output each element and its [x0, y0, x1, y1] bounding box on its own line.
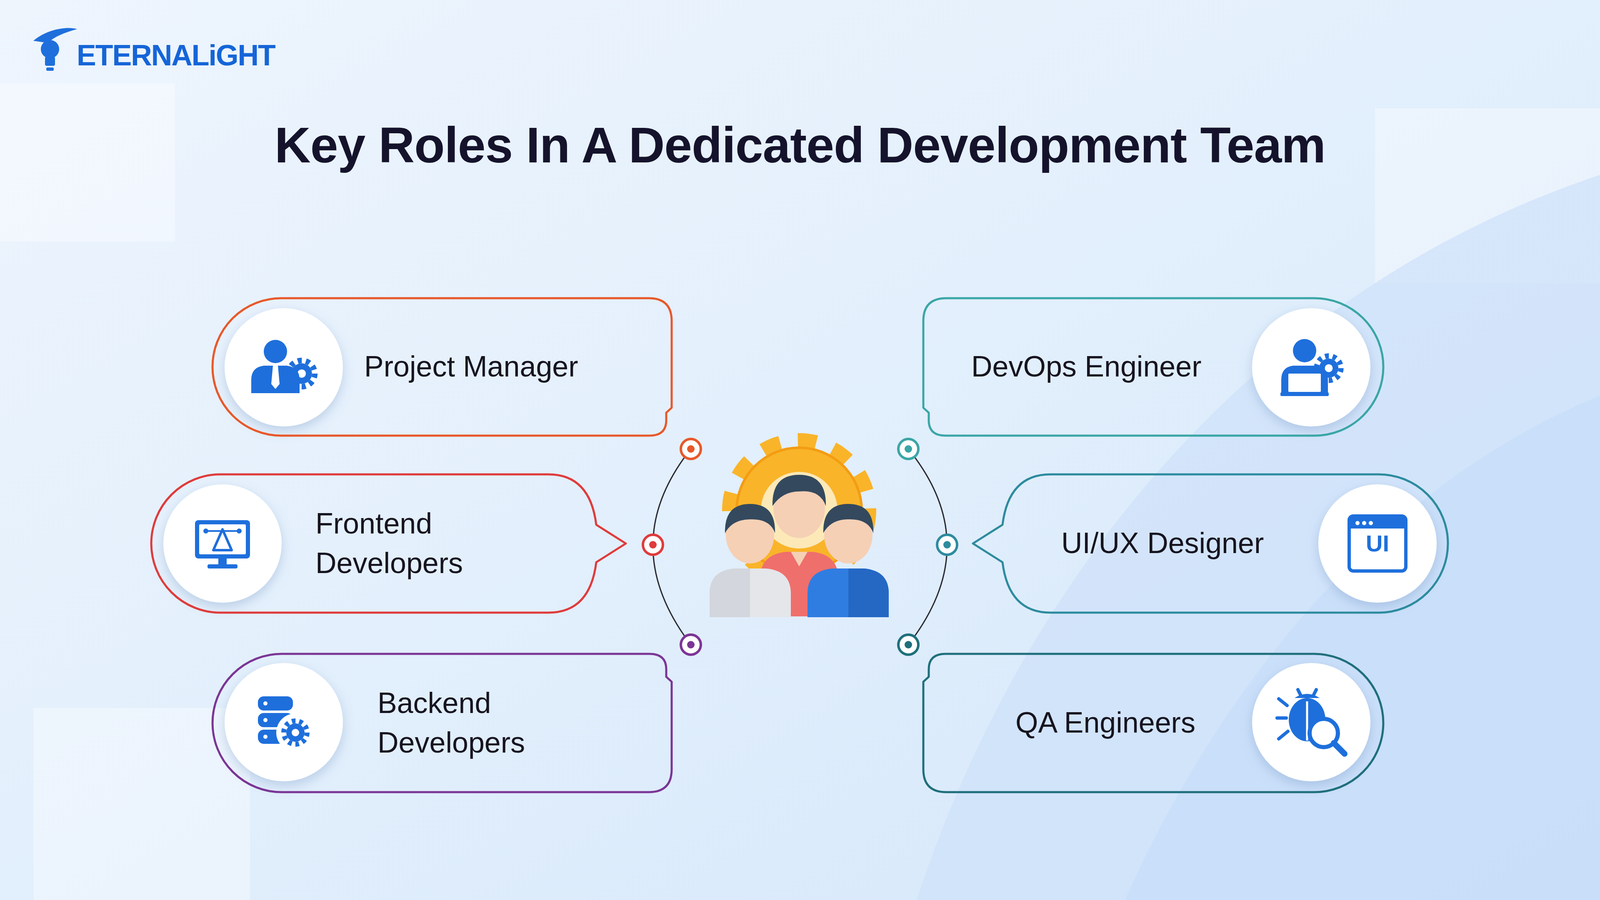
role-box: Project Manager: [211, 297, 674, 438]
manager-icon: [251, 340, 315, 394]
role-box-outline: [211, 652, 674, 794]
role-text-area: Project Manager: [364, 297, 652, 438]
role-text-area: QA Engineers: [1015, 652, 1249, 794]
backend-icon: [257, 696, 315, 753]
role-box: QA Engineers: [921, 652, 1385, 794]
bug-search-icon: [1277, 690, 1345, 755]
background-squares: [0, 83, 1600, 900]
role-text-area: Backend Developers: [377, 652, 636, 794]
role-label: Backend Developers: [377, 683, 525, 763]
icon-circles: [163, 308, 1437, 782]
role-box: UI/UX Designer: [971, 473, 1450, 615]
frontend-icon: [195, 520, 250, 569]
role-box-border: [212, 298, 672, 436]
role-box: Frontend Developers: [150, 473, 628, 615]
icon-label: UI: [1356, 525, 1399, 563]
role-label: UI/UX Designer: [1061, 523, 1264, 564]
logo-wordmark: ETERNALiGHT: [76, 32, 275, 79]
role-box-border: [923, 654, 1384, 793]
role-label: QA Engineers: [1015, 703, 1196, 743]
role-text-area: UI/UX Designer: [1061, 473, 1312, 615]
role-box-border: [212, 654, 672, 793]
role-text-area: DevOps Engineer: [971, 297, 1247, 438]
role-label: Frontend Developers: [315, 504, 463, 584]
devops-icon: [1280, 339, 1341, 397]
team-illustration: [709, 441, 889, 618]
logo-mark: [33, 27, 78, 71]
role-box: Backend Developers: [211, 652, 674, 794]
role-label: Project Manager: [364, 347, 579, 387]
diagram-title: Key Roles In A Dedicated Development Tea…: [0, 111, 1600, 179]
role-box-border: [972, 474, 1448, 613]
ui-window-icon: [1349, 516, 1406, 572]
background-wave: [916, 175, 1600, 900]
connector-dots: [642, 439, 958, 655]
role-box-border: [923, 298, 1384, 436]
role-box-outline: [150, 473, 628, 615]
role-label: DevOps Engineer: [971, 347, 1202, 387]
background-wave: [1125, 395, 1600, 900]
role-box-border: [151, 474, 626, 613]
role-box: DevOps Engineer: [921, 297, 1385, 438]
role-text-area: Frontend Developers: [315, 473, 574, 615]
